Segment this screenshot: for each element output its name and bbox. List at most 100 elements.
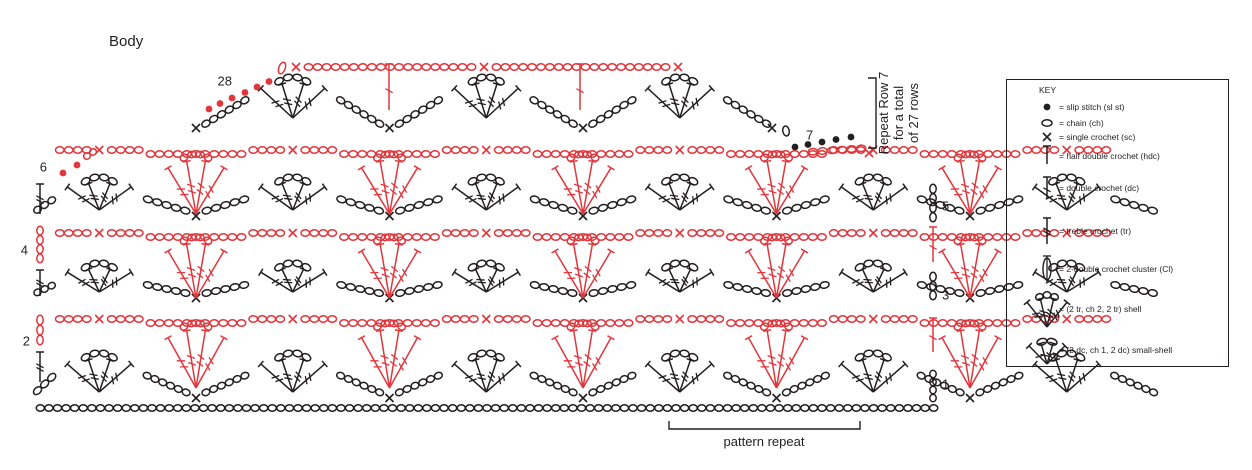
shell-post — [775, 165, 809, 215]
chain-stitch — [36, 314, 44, 326]
shell-post — [376, 159, 391, 215]
single-crochet — [94, 314, 104, 324]
shell-post — [679, 360, 715, 393]
chain-stitch — [448, 63, 459, 71]
shell-post — [164, 248, 197, 299]
shell-stitch — [551, 319, 615, 389]
chain-stitch — [258, 404, 269, 412]
shell-stitch — [257, 73, 329, 119]
single-crochet — [1062, 314, 1072, 324]
single-crochet — [384, 123, 395, 133]
tr-symbol — [1043, 217, 1051, 244]
chain-stitch — [172, 319, 183, 327]
shell-post — [278, 82, 294, 119]
chain-stitch — [441, 229, 452, 237]
chain-stitch — [344, 404, 355, 412]
chain-stitch — [511, 229, 522, 237]
shell-post — [450, 84, 487, 119]
chain-stitch — [687, 146, 698, 154]
chain-stitch — [671, 404, 681, 412]
slip-stitch — [241, 89, 249, 96]
chain-stitch — [485, 73, 497, 82]
chain-stitch — [494, 176, 505, 186]
chain-stitch — [354, 200, 366, 210]
chain-stitch — [808, 404, 819, 412]
chain-stitch — [36, 334, 44, 346]
chain-stitch — [669, 259, 681, 268]
single-crochet — [384, 211, 395, 221]
chain-stitch — [330, 63, 341, 71]
shell-post — [98, 267, 114, 293]
shell-post — [195, 329, 210, 389]
chain-stitch — [919, 150, 930, 158]
chain-stitch — [625, 280, 637, 290]
shell-post — [969, 242, 984, 299]
chain-stitch — [735, 233, 746, 241]
chain-stitch — [616, 198, 628, 207]
chain-stitch — [907, 315, 918, 323]
chain-stitch — [687, 315, 698, 323]
chain-stitch — [394, 63, 405, 71]
chain-stitch — [1075, 176, 1086, 186]
chain-stitch — [598, 63, 609, 71]
key-label: = 2-double crochet cluster (Cl) — [1059, 264, 1173, 274]
single-crochet — [673, 62, 683, 72]
chain-stitch — [669, 73, 681, 82]
chain-stitch — [236, 319, 247, 327]
chain-stitch — [476, 259, 487, 268]
shell-post — [195, 165, 228, 215]
chain-stitch — [1046, 337, 1058, 346]
chain-stitch — [1147, 288, 1159, 298]
chain-stitch — [1148, 388, 1159, 397]
chain-stitch — [429, 150, 441, 158]
chain-stitch — [201, 119, 211, 128]
chain-stitch — [420, 319, 431, 327]
chain-stitch — [596, 150, 607, 158]
single-crochet — [767, 123, 777, 133]
single-crochet — [191, 393, 201, 403]
chain-stitch — [493, 315, 504, 323]
chain-stitch — [532, 233, 543, 241]
chain-stitch — [476, 349, 487, 358]
key-label: = (2 tr, ch 2, 2 tr) shell — [1059, 304, 1142, 314]
shell-post — [84, 181, 100, 211]
chain-stitch — [107, 176, 118, 186]
chain-stitch — [430, 63, 441, 71]
chain-stitch — [181, 404, 192, 412]
chain-stitch — [151, 198, 163, 207]
chain-stitch — [36, 225, 44, 236]
shell-post — [1046, 342, 1069, 365]
chain-stitch — [106, 229, 117, 237]
chain-stitch — [669, 173, 681, 182]
shell-post — [1046, 299, 1071, 328]
shell-stitch — [644, 173, 715, 211]
shell-stitch — [645, 259, 715, 293]
chain-stitch — [98, 173, 110, 182]
chain-stitch — [301, 76, 312, 86]
chain-stitch — [679, 349, 690, 358]
shell-stitch — [257, 173, 328, 211]
single-crochet — [384, 393, 395, 403]
chain-stitch — [413, 284, 425, 294]
chain-stitch — [147, 404, 157, 412]
shell-post — [278, 181, 294, 211]
chain-stitch — [1036, 337, 1048, 346]
chain-stitch — [490, 404, 501, 412]
chain-stitch — [124, 315, 135, 323]
chain-stitch — [975, 206, 986, 215]
pattern-repeat-bracket — [668, 421, 861, 430]
shell-stitch — [64, 349, 135, 393]
chain-stitch — [732, 198, 744, 207]
chain-stitch — [248, 229, 259, 237]
shell-post — [858, 358, 874, 393]
key-item-half-double-crochet: = half double crochet (hdc) — [1043, 145, 1160, 164]
shell-post — [1066, 358, 1082, 393]
chain-stitch — [541, 150, 552, 158]
single-crochet — [675, 145, 685, 155]
chain-stitch — [593, 404, 604, 412]
chain-stitch — [644, 146, 655, 154]
chain-stitch — [816, 233, 828, 241]
chain-stitch — [929, 271, 937, 282]
chain-stitch — [375, 63, 386, 71]
